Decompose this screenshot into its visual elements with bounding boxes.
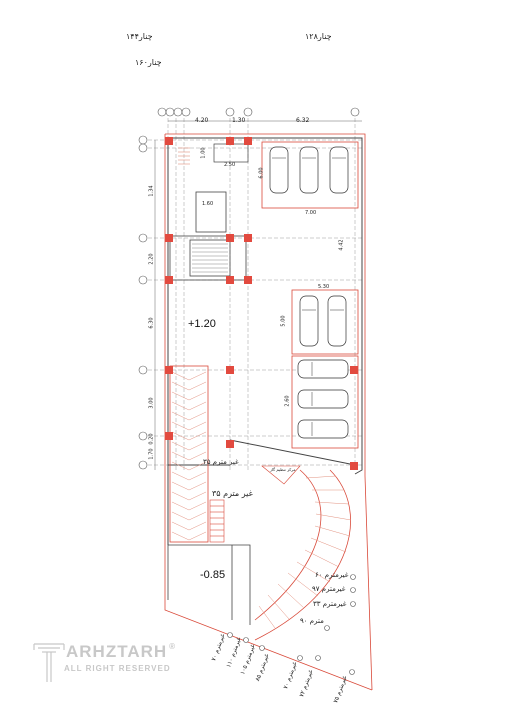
lower-room [167,544,251,625]
dim-top-2: 1.30 [232,117,246,124]
dim-left-134: 1.34 [148,185,155,197]
tree-markers [227,574,356,675]
annotation-gas-box: مرکز تنظیم گاز [270,467,296,472]
watermark: ARHZTARH® ALL RIGHT RESERVED [32,642,192,692]
annotation-97: غیرمترم ۹۷ [312,585,346,593]
dim-inner-260: 2.60 [284,395,291,407]
dim-left-020: 0.20 [148,433,155,445]
dimension-lines [154,120,362,470]
curved-ramp-hatch [258,475,352,629]
watermark-logo-icon [33,643,65,682]
label-site-160: چنار۱۶۰ [135,58,162,67]
dim-top-3: 6.32 [296,117,310,124]
columns [165,137,358,470]
top-small-room [213,143,249,163]
dim-inner-500: 5.00 [280,315,287,327]
parking-bay-middle [291,289,359,355]
dim-left-300: 3.00 [148,397,155,409]
car-windshields [272,157,346,436]
top-left-stair [178,147,190,165]
dim-inner-160: 1.60 [202,201,214,207]
cars [269,146,349,439]
annotation-33: غیرمترم ۳۳ [313,600,347,608]
level-lower: -0.85 [200,569,226,581]
label-site-144: چنار۱۴۴ [126,32,153,41]
straight-ramp [169,365,209,543]
dim-left-630: 6.30 [148,317,155,329]
annotation-35-lower: غیر مترم ۳۵ [203,458,239,466]
parking-bay-top [261,141,359,209]
axis-bubbles-left [138,135,148,470]
dim-inner-530: 5.30 [318,284,330,290]
straight-ramp-hatch [171,371,207,541]
building-outline [167,137,363,545]
watermark-subtitle: ALL RIGHT RESERVED [64,664,171,673]
right-side-stair [209,499,225,543]
dim-inner-250: 2.50 [224,162,236,168]
annotation-60: غیرمترم ۶۰ [315,571,349,579]
stair-core [169,191,247,281]
curved-ramp [254,469,351,641]
gas-station-box [261,465,301,485]
dim-top-1: 4.20 [195,117,209,124]
level-upper: +1.20 [188,318,216,330]
dim-inner-700: 7.00 [305,210,317,216]
annotation-90: مترم ۹۰ [300,617,324,625]
stair-treads [192,243,228,273]
dim-left-220: 2.20 [148,253,155,265]
registered-mark: ® [169,642,177,651]
dim-inner-442: 4.42 [338,239,345,251]
site-boundary [164,133,373,691]
dim-left-170: 1.70 [148,448,155,460]
parking-bay-lower [291,355,359,449]
label-site-128: چنار۱۲۸ [305,32,332,41]
axis-bubbles-top [157,107,360,117]
dim-inner-100: 1.00 [200,147,207,159]
watermark-title: ARHZTARH® [66,642,177,661]
dim-inner-600: 6.00 [258,167,265,179]
annotation-35-center: غیر مترم ۳۵ [212,489,253,498]
